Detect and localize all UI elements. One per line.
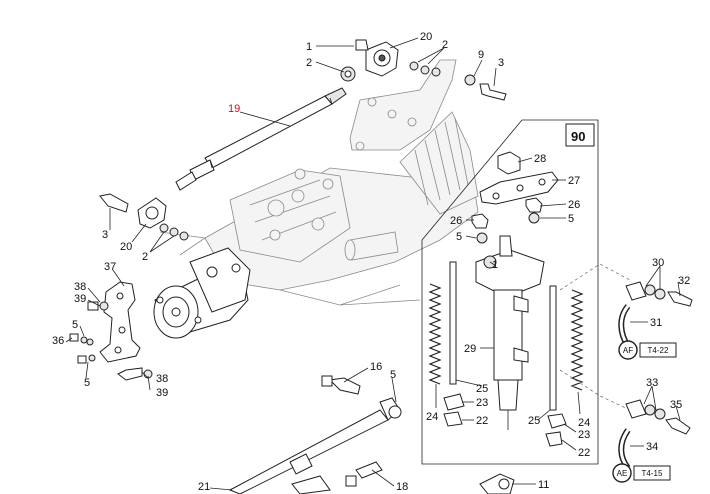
ghost-axle-housing	[159, 59, 479, 306]
callout-2-top-right: 2	[442, 39, 448, 51]
callout-39-upper: 39	[74, 293, 86, 305]
bracket-hardware	[69, 301, 153, 381]
callout-23-left: 23	[476, 397, 488, 409]
callout-38-lower: 38	[156, 373, 168, 385]
callout-29: 29	[464, 343, 476, 355]
reference-badge-af[interactable]: AF T4-22	[618, 340, 677, 360]
tie-rod-19	[175, 87, 347, 191]
callout-23-right: 23	[578, 429, 590, 441]
callout-25-left: 25	[476, 383, 488, 395]
callout-36: 36	[52, 335, 64, 347]
callout-31: 31	[650, 317, 662, 329]
callout-22-left: 22	[476, 415, 488, 427]
callout-28: 28	[534, 153, 546, 165]
callout-27: 27	[568, 175, 580, 187]
dashed-reference-line-bottom	[559, 369, 631, 411]
callout-labels: 1 20 2 2 9 3 19 3 20 2 37 38 39 5 36 5 3…	[52, 31, 690, 493]
callout-26-left: 26	[450, 215, 462, 227]
callout-5-box-left: 5	[456, 231, 462, 243]
reference-badge-af-text: AF	[623, 346, 633, 355]
callout-2-top-left: 2	[306, 57, 312, 69]
reference-code-af: T4-22	[648, 346, 669, 355]
callout-30: 30	[652, 257, 664, 269]
callout-16: 16	[370, 361, 382, 373]
callout-1-box: 1	[492, 259, 498, 271]
callout-22-right: 22	[578, 447, 590, 459]
hose-31	[618, 281, 693, 348]
steering-cylinder-assembly	[428, 151, 584, 447]
reference-badge-ae[interactable]: AE T4-15	[612, 463, 671, 483]
callout-3-left: 3	[102, 229, 108, 241]
hydraulic-pump	[153, 247, 251, 339]
callout-5-bottom: 5	[390, 369, 396, 381]
callout-33: 33	[646, 377, 658, 389]
callout-38-upper: 38	[74, 281, 86, 293]
dashed-reference-line-top	[559, 263, 631, 291]
callout-5-upper: 5	[72, 319, 78, 331]
group-90-label: 90	[571, 129, 585, 144]
callout-9: 9	[478, 49, 484, 61]
callout-24-left: 24	[426, 411, 438, 423]
callout-2-left: 2	[142, 251, 148, 263]
callout-1-top: 1	[306, 41, 312, 53]
lower-steering-rod	[228, 375, 515, 494]
callout-21: 21	[198, 481, 210, 493]
callout-5-box-right: 5	[568, 213, 574, 225]
reference-code-ae: T4-15	[642, 469, 663, 478]
callout-37: 37	[104, 261, 116, 273]
leader-lines	[65, 37, 681, 491]
callout-18: 18	[396, 481, 408, 493]
lower-ball-joint	[99, 193, 189, 241]
callout-11: 11	[538, 479, 549, 491]
callout-19: 19	[228, 103, 240, 115]
callout-5-lower: 5	[84, 377, 90, 389]
bracket-37	[99, 281, 141, 363]
callout-24-right: 24	[578, 417, 590, 429]
callout-20-top: 20	[420, 31, 432, 43]
callout-3-top: 3	[498, 57, 504, 69]
callout-26-right: 26	[568, 199, 580, 211]
callout-35: 35	[670, 399, 682, 411]
upper-ball-joint	[340, 39, 507, 101]
callout-32: 32	[678, 275, 690, 287]
group-90-box	[421, 119, 599, 465]
reference-badge-ae-text: AE	[617, 469, 628, 478]
callout-39-lower: 39	[156, 387, 168, 399]
callout-20-left: 20	[120, 241, 132, 253]
callout-25-right: 25	[528, 415, 540, 427]
callout-34: 34	[646, 441, 658, 453]
